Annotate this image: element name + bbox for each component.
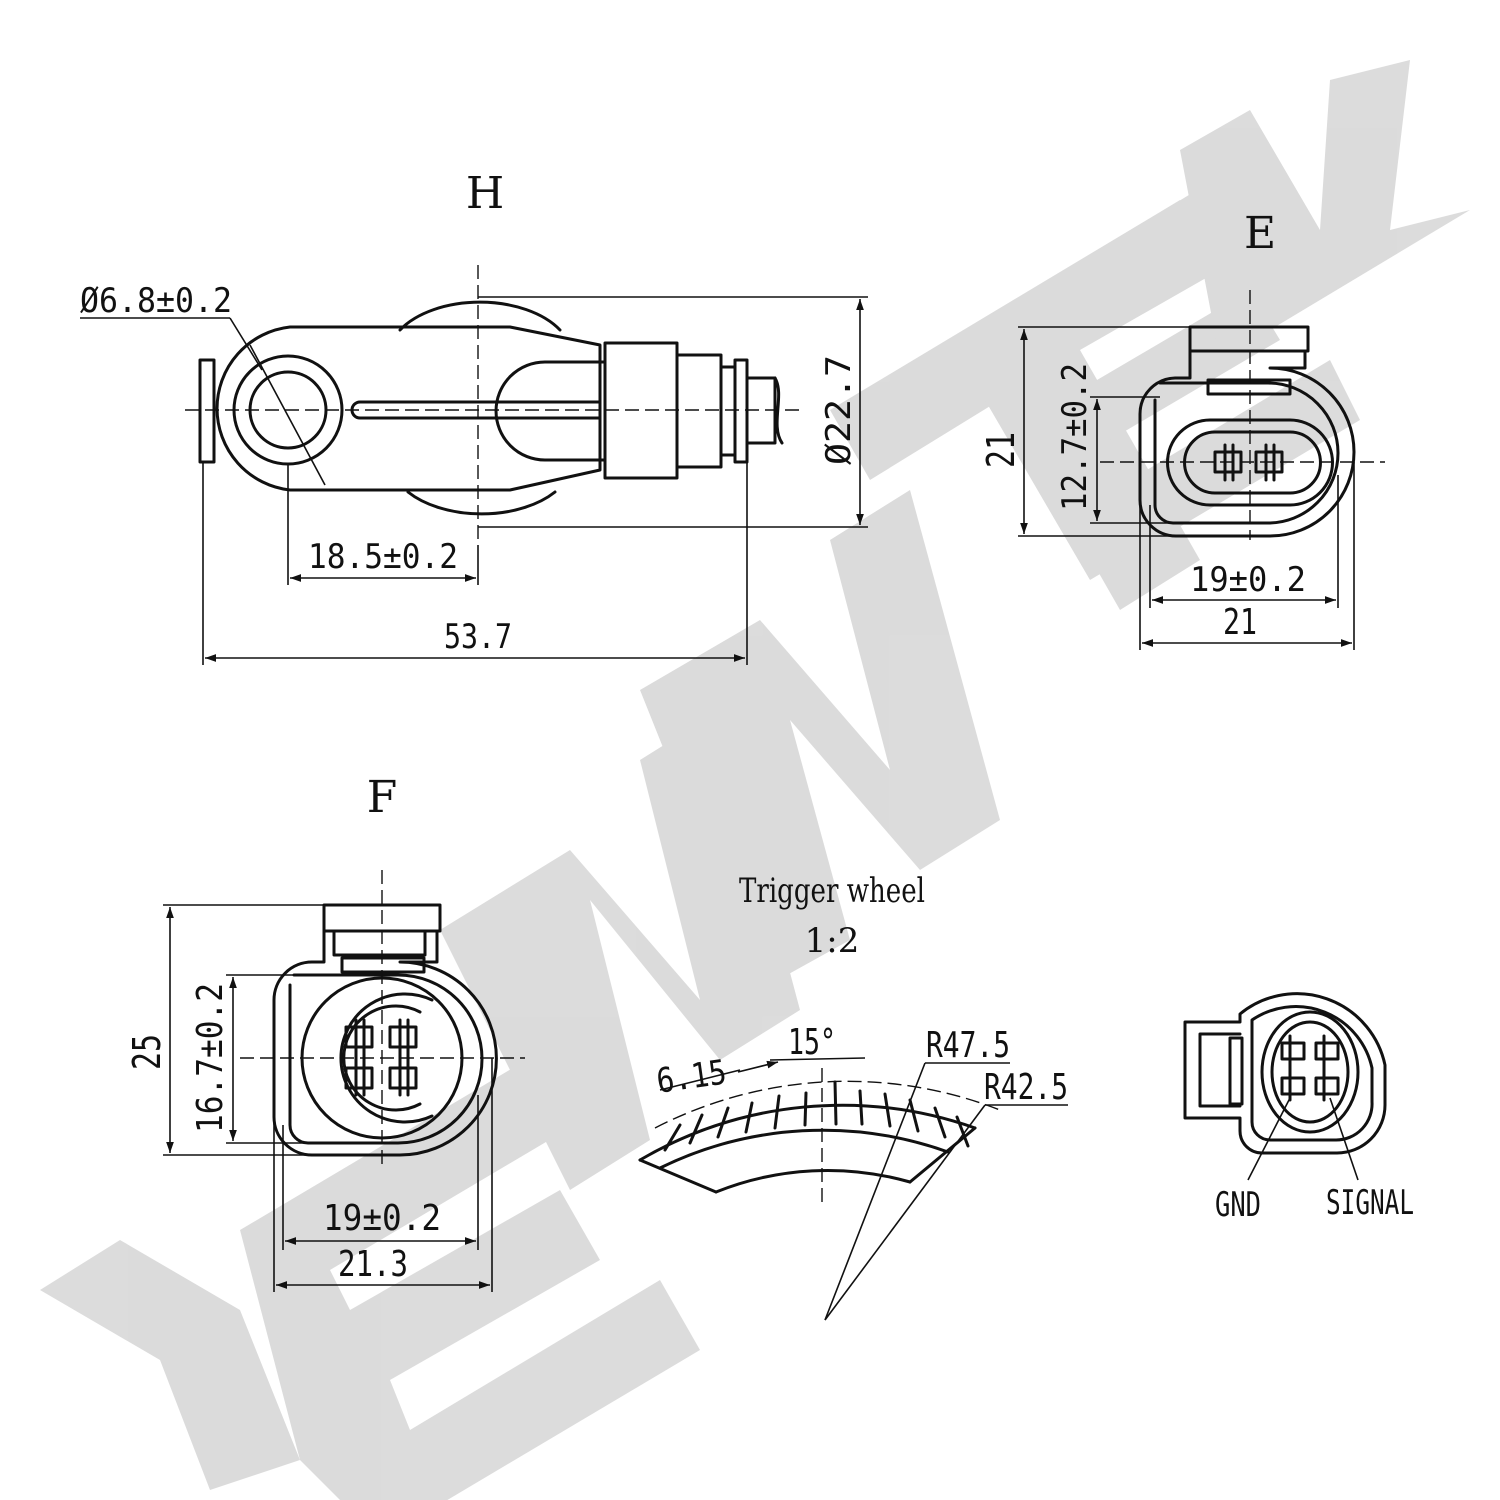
sensor-nose: [494, 360, 607, 462]
watermark-letter-y: [40, 1240, 300, 1490]
pinout-housing-outer: [1183, 992, 1387, 1155]
view-f-label: F: [367, 772, 398, 823]
latch-window: [1206, 378, 1292, 396]
watermark-letter-k: [1180, 60, 1470, 360]
socket-inner: [1183, 430, 1322, 495]
wheel-pitch-arc: [654, 1080, 1001, 1129]
trigger-wheel-title: Trigger wheel: [739, 871, 925, 911]
socket-outer: [1166, 418, 1334, 507]
e-dim-height: 21: [979, 432, 1023, 468]
pinout-socket-inner: [1270, 1020, 1350, 1124]
f-dim-inner-width: 19±0.2: [323, 1198, 441, 1239]
watermark-letter-n2: [640, 490, 1000, 990]
f-dim-width: 21.3: [338, 1244, 408, 1285]
pinout-housing-inner: [1250, 1005, 1374, 1142]
watermark: [40, 60, 1470, 1500]
latch: [1188, 325, 1310, 353]
f-latch-window: [340, 956, 426, 974]
wheel-outer-arc: [638, 1103, 977, 1162]
trigger-dim-inner-radius: R42.5: [984, 1067, 1068, 1108]
view-h-label: H: [466, 168, 504, 219]
pinout-view: GND SIGNAL: [1183, 992, 1414, 1225]
wheel-teeth: [663, 1080, 970, 1152]
pin-label-signal: SIGNAL: [1326, 1183, 1414, 1223]
dim-overall-length: 53.7: [444, 617, 512, 657]
ear-tab: [198, 358, 216, 464]
flange-top: [398, 300, 562, 332]
signal-leader: [1329, 1097, 1359, 1181]
trigger-dim-outer-radius: R47.5: [926, 1025, 1010, 1066]
e-dim-width: 21: [1223, 602, 1257, 643]
housing-inner: [1153, 381, 1340, 525]
gnd-leader: [1247, 1097, 1291, 1181]
f-dim-height: 25: [125, 1034, 169, 1070]
watermark-letter-e: [240, 1040, 700, 1500]
pin-label-gnd: GND: [1215, 1185, 1261, 1225]
dim-flange-diameter: Ø22.7: [819, 355, 859, 465]
e-dim-inner-width: 19±0.2: [1190, 560, 1306, 600]
view-e-label: E: [1244, 208, 1276, 259]
f-latch-inner: [332, 929, 427, 957]
view-h: H Ø6.8±0.2 Ø22.7: [80, 168, 868, 665]
f-dim-inner-height: 16.7±0.2: [190, 983, 231, 1133]
trigger-wheel-scale: 1:2: [805, 921, 860, 961]
f-housing-inner: [288, 973, 484, 1145]
view-f: F 25 16.7±0.2 19±0.2: [125, 772, 525, 1292]
e-dim-inner-height: 12.7±0.2: [1055, 363, 1095, 511]
pinout-socket-outer: [1260, 1010, 1360, 1134]
trigger-dim-tooth: 6.15: [654, 1052, 729, 1101]
housing-outer: [1138, 349, 1356, 538]
mounting-ear: [215, 325, 602, 492]
hole-diameter-leader: [249, 344, 326, 486]
sensor-collar: [675, 353, 723, 469]
sensor-ring2: [733, 358, 749, 464]
sensor-ring: [719, 365, 737, 457]
flange-bottom: [406, 490, 557, 516]
trigger-wheel: Trigger wheel 1:2 6.15 15° R47.5 R42.5: [638, 871, 1068, 1321]
dim-hole-diameter: Ø6.8±0.2: [80, 281, 232, 321]
wheel-side-edges: [638, 1126, 977, 1194]
dim-hole-offset: 18.5±0.2: [308, 537, 458, 577]
f-housing-outer: [272, 929, 498, 1157]
wheel-inner-arc: [658, 1128, 950, 1170]
wheel-hub-arc: [714, 1168, 912, 1194]
pinout-latch-frame: [1198, 1032, 1242, 1108]
view-e: E 21 12.7±0.2 19±0.2 21: [979, 208, 1385, 650]
pinout-latch-window: [1228, 1036, 1244, 1106]
trigger-dim-angle: 15°: [788, 1022, 836, 1063]
watermark-letter-e2: [950, 170, 1360, 580]
pinout-pin-grid: [1280, 1034, 1340, 1102]
